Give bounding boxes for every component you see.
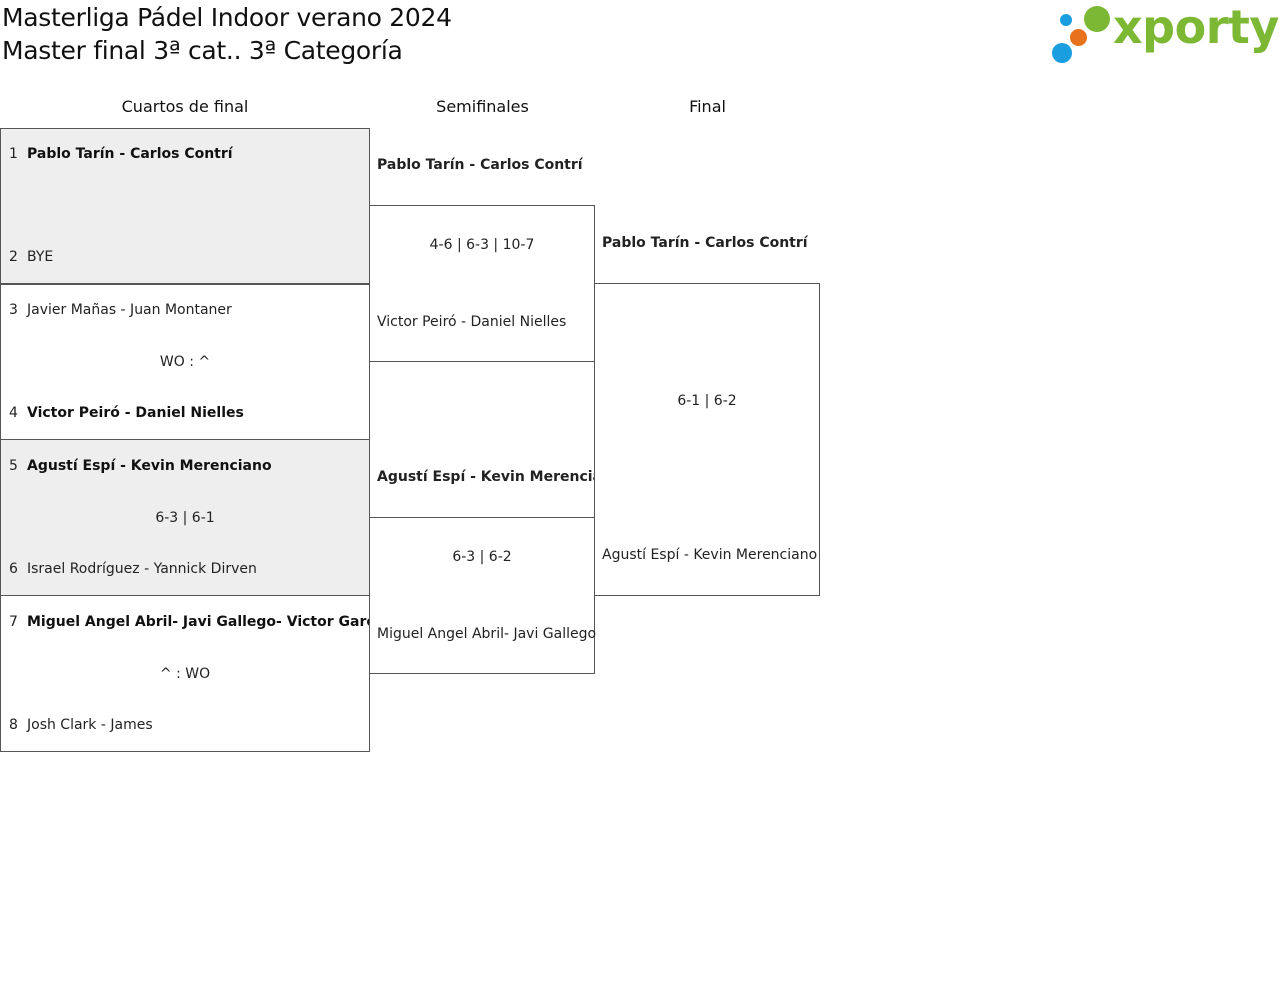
column-header-quarterfinals: Cuartos de final	[121, 97, 249, 116]
quarterfinal-match-1: 1 Pablo Tarín - Carlos Contrí 2 BYE	[0, 128, 370, 285]
seed-number: 3	[9, 302, 18, 318]
final-bottom-pair: Agustí Espí - Kevin Merenciano	[602, 547, 818, 563]
column-header-semifinals: Semifinales	[436, 97, 529, 116]
xporty-logo: xporty	[1050, 0, 1279, 68]
seed-number: 8	[9, 717, 18, 733]
page-title: Masterliga Pádel Indoor verano 2024	[2, 3, 452, 32]
final-match: 6-1 | 6-2 Agustí Espí - Kevin Merenciano	[594, 283, 820, 596]
seed-number: 6	[9, 561, 18, 577]
final-top-pair: Pablo Tarín - Carlos Contrí	[602, 235, 808, 251]
sf2-bottom-pair: Miguel Angel Abril- Javi Gallego- Victor…	[377, 626, 596, 642]
seed-number: 5	[9, 458, 18, 474]
seed-number: 2	[9, 249, 18, 265]
logo-dot-blue-bottom	[1052, 43, 1072, 63]
match-score: 6-3 | 6-1	[155, 510, 215, 526]
pair-name: Miguel Angel Abril- Javi Gallego- Victor…	[27, 614, 389, 630]
pair-name: Josh Clark - James	[27, 717, 153, 733]
sf1-top-pair: Pablo Tarín - Carlos Contrí	[377, 157, 583, 173]
qf4-top-entry: 7 Miguel Angel Abril- Javi Gallego- Victo…	[9, 614, 389, 630]
match-score: ^ : WO	[159, 666, 211, 682]
semifinal-match-2: 6-3 | 6-2 Miguel Angel Abril- Javi Galle…	[369, 517, 596, 674]
match-score: WO : ^	[159, 354, 211, 370]
semifinal-match-1: 4-6 | 6-3 | 10-7 Victor Peiró - Daniel N…	[369, 205, 595, 362]
logo-wordmark: xporty	[1113, 0, 1279, 54]
pair-name: BYE	[27, 249, 54, 265]
sf1-bottom-pair: Victor Peiró - Daniel Nielles	[377, 314, 567, 330]
qf1-bottom-entry: 2 BYE	[9, 249, 53, 265]
pair-name: Victor Peiró - Daniel Nielles	[27, 405, 244, 421]
logo-dot-green	[1084, 6, 1110, 32]
logo-dot-orange	[1070, 29, 1087, 46]
column-header-final: Final	[689, 97, 726, 116]
pair-name: Pablo Tarín - Carlos Contrí	[27, 146, 233, 162]
pair-name: Agustí Espí - Kevin Merenciano	[27, 458, 272, 474]
quarterfinal-match-4: 7 Miguel Angel Abril- Javi Gallego- Victo…	[0, 595, 389, 752]
match-score: 4-6 | 6-3 | 10-7	[429, 237, 535, 253]
qf1-top-entry: 1 Pablo Tarín - Carlos Contrí	[9, 146, 233, 162]
logo-dot-blue-top	[1060, 14, 1072, 26]
qf2-bottom-entry: 4 Victor Peiró - Daniel Nielles	[9, 405, 244, 421]
qf2-top-entry: 3 Javier Mañas - Juan Montaner	[9, 302, 232, 318]
qf4-bottom-entry: 8 Josh Clark - James	[9, 717, 153, 733]
seed-number: 4	[9, 405, 18, 421]
pair-name: Israel Rodríguez - Yannick Dirven	[27, 561, 257, 577]
seed-number: 1	[9, 146, 18, 162]
page-subtitle: Master final 3ª cat.. 3ª Categoría	[2, 36, 403, 65]
qf3-top-entry: 5 Agustí Espí - Kevin Merenciano	[9, 458, 272, 474]
seed-number: 7	[9, 614, 18, 630]
quarterfinal-match-2: 3 Javier Mañas - Juan Montaner WO : ^ 4 Vi…	[0, 283, 370, 440]
qf3-bottom-entry: 6 Israel Rodríguez - Yannick Dirven	[9, 561, 257, 577]
pair-name: Javier Mañas - Juan Montaner	[27, 302, 232, 318]
match-score: 6-3 | 6-2	[452, 549, 512, 565]
quarterfinal-match-3: 5 Agustí Espí - Kevin Merenciano 6-3 | 6-…	[0, 439, 370, 596]
sf2-top-pair: Agustí Espí - Kevin Merenciano	[377, 469, 594, 485]
match-score: 6-1 | 6-2	[677, 393, 737, 409]
